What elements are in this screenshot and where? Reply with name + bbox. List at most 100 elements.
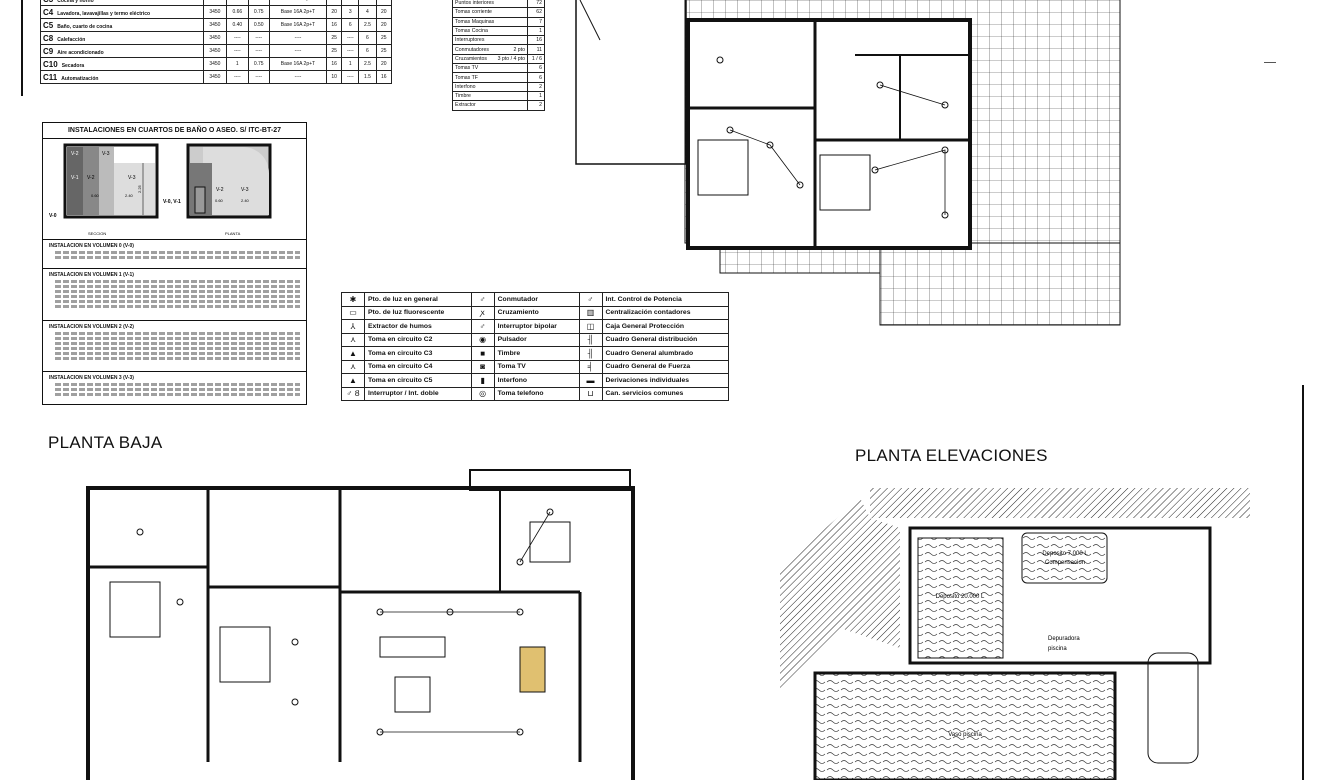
count-row: Extractor 2 xyxy=(452,100,545,111)
circuit-cell-power: 3450 xyxy=(202,18,228,32)
count-row: Interruptores 16 xyxy=(452,35,545,46)
legend-label: Caja General Protección xyxy=(601,319,730,334)
circuit-label: Lavadora, lavavajillas y termo eléctrico xyxy=(57,10,151,17)
legend-row: ⅄Extractor de humos♂Interruptor bipolar◫… xyxy=(341,319,730,334)
zone-label: V-3 xyxy=(128,175,136,181)
count-label-cell: Cruzamientos 3 pto / 4 pto xyxy=(452,53,528,65)
bathroom-installations-box: INSTALACIONES EN CUARTOS DE BAÑO O ASEO.… xyxy=(42,122,307,405)
count-sub: 3 pto / 4 pto xyxy=(497,55,525,62)
deposit-small-label: Deposito 7.000 L xyxy=(1042,551,1088,557)
count-row: Tomas TV 6 xyxy=(452,63,545,74)
zone-label: V-2 xyxy=(216,187,224,193)
circuit-cell-s: 2.5 xyxy=(358,57,377,71)
volume-3-section: INSTALACION EN VOLUMEN 3 (V-3) xyxy=(43,372,306,401)
count-label: Timbre xyxy=(455,93,471,100)
legend-label: Int. Control de Potencia xyxy=(601,292,730,307)
legend-symbol-icon: ◫ xyxy=(578,319,603,334)
legend-symbol-icon: ⅄ xyxy=(341,319,365,334)
circuit-cell-power: 3450 xyxy=(202,70,228,84)
circuit-cell-n: ---- xyxy=(341,44,360,58)
legend-symbol-icon: ◉ xyxy=(470,332,495,347)
circuit-cell-fs: 0.66 xyxy=(226,5,249,19)
circuit-cell-n: ---- xyxy=(341,31,360,45)
circuit-cell-d: 20 xyxy=(375,18,393,32)
sheet-border-right xyxy=(1302,385,1304,780)
circuit-cell-fs: ---- xyxy=(226,31,249,45)
legend-symbol-icon: ▮ xyxy=(470,373,495,388)
legend-symbol-icon: ▲ xyxy=(341,346,365,361)
count-label-cell: Tomas Maquinas xyxy=(452,16,528,27)
zone-label: V-3 xyxy=(102,151,110,157)
bathroom-volumes-figure: V-2 V-3 V-1 V-2 V-3 0.60 2.40 2.25 V-0 S… xyxy=(43,139,306,240)
count-label: Cruzamientos xyxy=(455,55,488,62)
bathroom-volumes-drawing: V-2 V-3 V-1 V-2 V-3 0.60 2.40 2.25 V-0 S… xyxy=(49,143,272,236)
circuit-cell-fs: 1 xyxy=(226,57,249,71)
legend-symbol-icon: ╡ xyxy=(578,359,603,374)
deposit-large-label: Deposito 20.000 L xyxy=(936,594,985,600)
dimension-label: 0.60 xyxy=(215,198,224,203)
legend-label: Interruptor bipolar xyxy=(493,319,580,334)
svg-text:V-0, V-1: V-0, V-1 xyxy=(163,199,181,205)
circuit-label: Automatización xyxy=(61,75,99,82)
legend-label: Cuadro General de Fuerza xyxy=(601,359,730,374)
legend-symbol-icon: ✱ xyxy=(341,292,365,307)
circuit-code: C8 xyxy=(43,33,54,43)
circuit-cell-base: ---- xyxy=(268,44,328,58)
circuit-cell-fu: ---- xyxy=(247,70,270,84)
legend-label: Cuadro General distribución xyxy=(601,332,730,347)
legend-label: Centralización contadores xyxy=(601,305,730,320)
legend-label: Can. servicios comunes xyxy=(601,386,730,401)
count-label: Extractor xyxy=(455,102,476,109)
purifier-label: Depuradora xyxy=(1048,636,1080,642)
dimension-label: 2.40 xyxy=(241,198,250,203)
circuit-label: Calefacción xyxy=(57,36,86,43)
circuit-cell-power: 3450 xyxy=(202,31,228,45)
count-value: 7 xyxy=(527,16,545,27)
circuit-cell-n: 3 xyxy=(341,5,360,19)
count-value: 6 xyxy=(527,63,545,74)
legend-row: ▲Toma en circuito C5▮Interfono▬Derivacio… xyxy=(341,373,730,388)
count-label-cell: Timbre xyxy=(452,90,528,102)
circuit-label: Baño, cuarto de cocina xyxy=(57,23,113,30)
circuit-cell-a: 10 xyxy=(325,70,343,84)
legend-symbol-icon: ♂ xyxy=(470,292,495,307)
circuit-cell-fu: ---- xyxy=(247,44,270,58)
count-label: Tomas Maquinas xyxy=(455,18,495,25)
count-label: Tomas corriente xyxy=(455,9,492,16)
legend-symbol-icon: ▬ xyxy=(578,373,603,388)
count-value: 1 xyxy=(527,25,545,37)
legend-symbol-icon: ⋏ xyxy=(341,359,365,374)
legend-label: Derivaciones individuales xyxy=(601,373,730,388)
legend-label: Pto. de luz en general xyxy=(364,292,472,307)
count-label: Tomas TV xyxy=(455,65,479,72)
count-value: 16 xyxy=(527,35,545,46)
circuit-cell-a: 25 xyxy=(325,44,343,58)
count-row: Tomas Maquinas 7 xyxy=(452,16,545,27)
circuit-cell-s: 1.5 xyxy=(358,70,377,84)
count-label: Conmutadores xyxy=(455,46,490,53)
circuit-cell-a: 25 xyxy=(325,31,343,45)
count-label-cell: Interruptores xyxy=(452,35,528,46)
circuit-cell-d: 20 xyxy=(375,5,393,19)
zone-label: V-1 xyxy=(71,175,79,181)
circuit-cell-fu: 0.75 xyxy=(247,57,270,71)
circuit-cell-base: Base 16A 2p+T xyxy=(268,5,328,19)
circuit-cell-a: 20 xyxy=(325,5,343,19)
circuit-cell-base: ---- xyxy=(268,31,328,45)
legend-label: Toma en circuito C2 xyxy=(364,332,472,347)
legend-symbol-icon: ◙ xyxy=(470,359,495,374)
legend-label: Toma TV xyxy=(493,359,580,374)
count-label-cell: Conmutadores 2 pto xyxy=(452,44,528,55)
circuit-code: C3 xyxy=(43,0,53,4)
count-label-cell: Extractor xyxy=(452,100,528,111)
circuit-code: C11 xyxy=(43,72,58,82)
height-dimension-label: 2.25 xyxy=(137,184,142,193)
